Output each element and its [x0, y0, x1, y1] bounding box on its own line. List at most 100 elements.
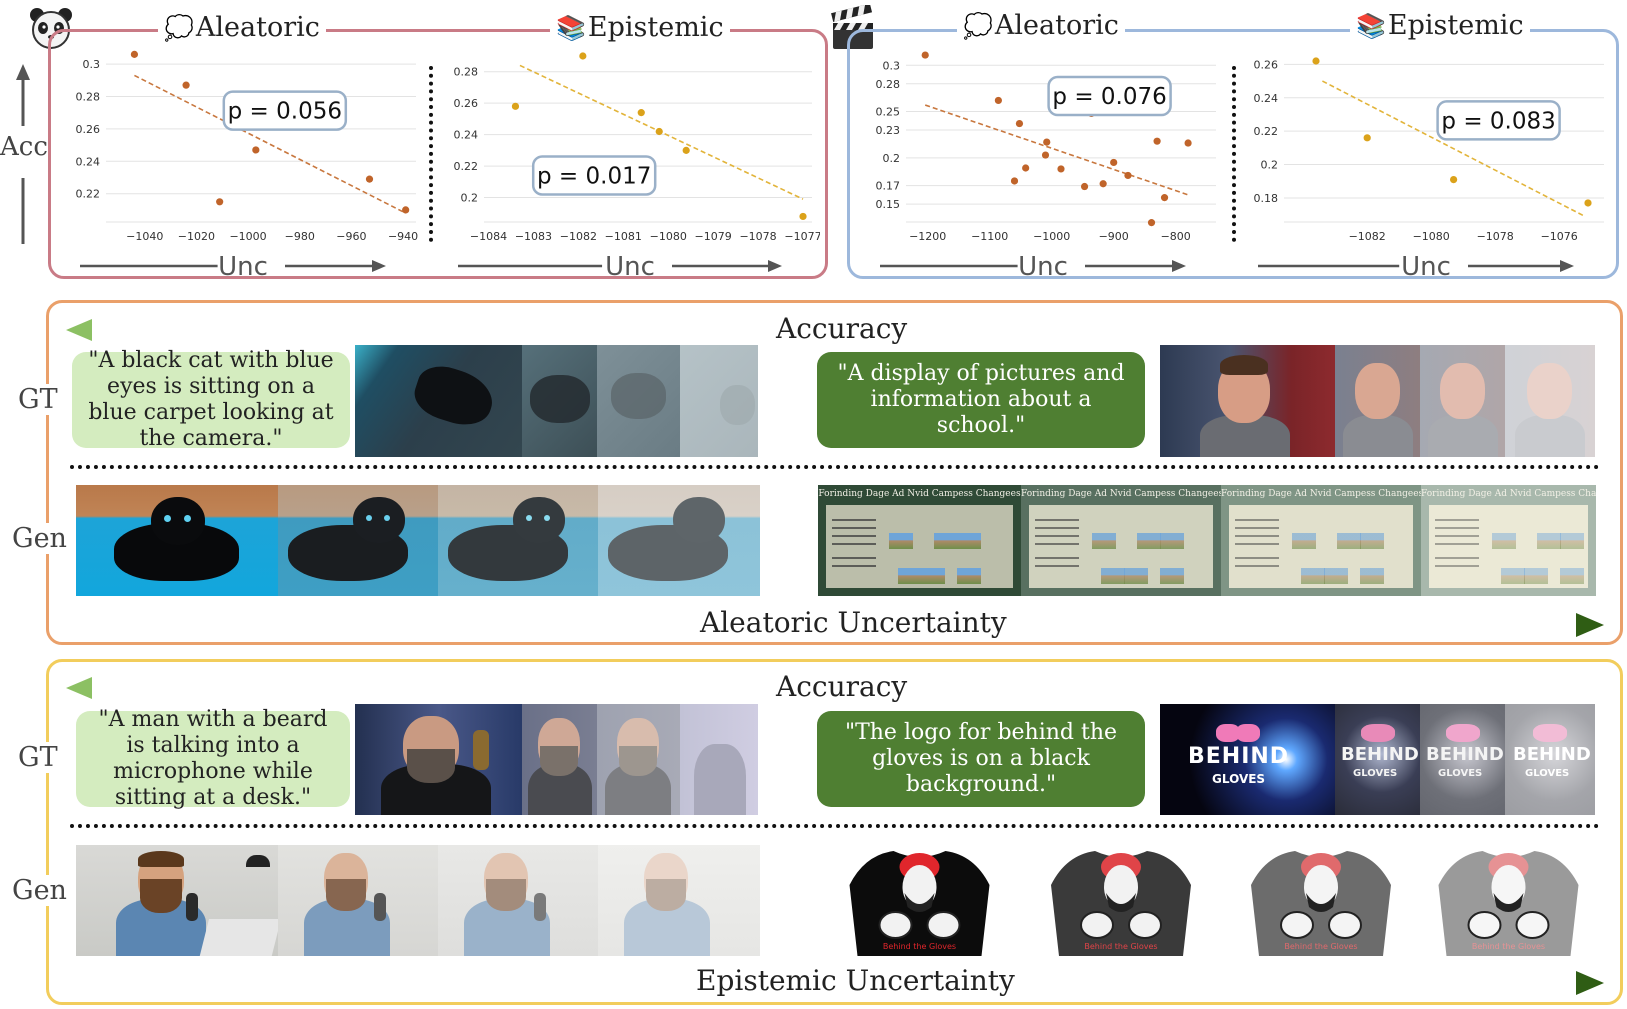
poster-text-line [832, 565, 876, 567]
y-tick-label: 0.22 [76, 188, 101, 201]
x-tick-label: −1076 [1541, 230, 1578, 243]
row-divider [70, 824, 1600, 828]
dark-cat-video-frame [597, 345, 680, 457]
podcast-caption: "A man with a beard is talking into a mi… [76, 707, 350, 810]
gt-gloves-logo-frames: BEHIND GLOVES BEHIND GLOVES BEHIND GLOVE… [1160, 704, 1595, 815]
school-display-poster-image: Forinding Dage Ad Nvid Campess Changees [1221, 485, 1421, 596]
gen-row-label: Gen [12, 875, 67, 906]
thought-bubble-icon: 💭 [164, 14, 194, 42]
school-caption: "A display of pictures and information a… [817, 352, 1145, 448]
boxing-glove [1080, 911, 1114, 939]
trend-line [924, 104, 1189, 196]
poster-text-line [832, 557, 876, 559]
arrow-head [372, 260, 386, 272]
poster-text-line [1435, 519, 1479, 521]
poster-text-line [1235, 543, 1279, 545]
data-point [1584, 199, 1592, 207]
gt-school-video-frames [1160, 345, 1595, 457]
y-tick-label: 0.22 [1254, 125, 1279, 138]
poster-text-line [1235, 557, 1279, 559]
data-point [1043, 138, 1051, 146]
accuracy-axis-arrow [16, 64, 30, 244]
black-cat-on-blue-carpet-image [438, 485, 598, 596]
p-value-label: p = 0.083 [1441, 108, 1555, 134]
plot-separator [429, 66, 433, 242]
bearded-man-podcast-frame [355, 704, 522, 815]
boxer-logo-shirt-image: Behind the Gloves [1421, 845, 1596, 956]
p-value-label: p = 0.017 [537, 163, 651, 189]
p-value-box [531, 155, 657, 196]
boxer-beard [1493, 893, 1524, 912]
data-point [252, 146, 260, 154]
x-axis-label: Unc [218, 252, 268, 278]
data-point [365, 175, 374, 183]
poster-sheet [826, 505, 1013, 588]
x-tick-label: −1083 [515, 230, 552, 243]
data-point [1147, 219, 1156, 227]
poster-text-line [1235, 527, 1279, 529]
poster-photo [1523, 568, 1548, 584]
data-point [1015, 119, 1024, 128]
poster-sheet [1429, 505, 1588, 588]
data-point [655, 127, 663, 136]
boxer-face [1104, 865, 1138, 909]
boxer-beard [1306, 893, 1336, 912]
arrow-head [1172, 260, 1186, 272]
trend-line [1322, 80, 1586, 218]
poster-text-line [1235, 565, 1279, 567]
shirt-text: Behind the Gloves [883, 942, 956, 951]
shirt-text: Behind the Gloves [1472, 942, 1545, 951]
gloves-caption: "The logo for behind the gloves is on a … [817, 711, 1145, 807]
x-tick-label: −1040 [126, 230, 163, 243]
y-tick-label: 0.28 [76, 91, 101, 104]
x-tick-label: −980 [285, 230, 315, 243]
epistemic-example-section [46, 659, 1623, 1005]
x-tick-label: −1082 [560, 230, 597, 243]
poster-photo [1159, 533, 1184, 549]
cat-caption: "A black cat with blue eyes is sitting o… [72, 348, 350, 451]
data-point [1184, 139, 1192, 147]
y-tick-label: 0.17 [876, 180, 901, 193]
accuracy-label: Accuracy [766, 312, 918, 345]
scatter-plot-video-aleatoric: 0.150.170.20.230.250.280.3−1200−1100−100… [876, 51, 1216, 278]
x-tick-label: −1200 [909, 230, 946, 243]
poster-photo [898, 568, 922, 584]
bearded-man-podcast-frame [680, 704, 758, 815]
books-icon: 📚 [1356, 12, 1386, 40]
plot-title-image-aleatoric: 💭Aleatoric [158, 12, 326, 43]
scatter-plot-image-aleatoric: 0.220.240.260.280.3−1040−1020−1000−980−9… [76, 50, 418, 278]
x-tick-label: −1082 [1349, 230, 1386, 243]
boxing-glove [1467, 911, 1502, 939]
behind-the-gloves-logo-frame: BEHIND GLOVES [1505, 704, 1595, 815]
books-icon: 📚 [556, 14, 586, 42]
x-tick-label: −1078 [739, 230, 776, 243]
poster-photo [1492, 533, 1516, 549]
black-cat-on-blue-carpet-image [598, 485, 760, 596]
poster-photo [934, 533, 958, 549]
black-cat-on-blue-carpet-image [76, 485, 278, 596]
boxing-glove [1128, 911, 1162, 939]
aleatoric-example-section [46, 300, 1623, 645]
accuracy-label: Accuracy [766, 670, 918, 703]
data-point [1450, 175, 1458, 184]
poster-text-line [832, 543, 876, 545]
poster-photo [920, 568, 945, 584]
data-point [1153, 137, 1161, 145]
poster-text-line [1435, 565, 1479, 567]
boxer-logo-shirt-image: Behind the Gloves [1221, 845, 1421, 956]
scatter-plot-image-epistemic: 0.20.220.240.260.28−1084−1083−1082−1081−… [454, 52, 820, 278]
poster-photo [889, 533, 913, 549]
y-tick-label: 0.28 [876, 78, 901, 91]
boxer-logo-shirt-image: Behind the Gloves [818, 845, 1021, 956]
school-display-poster-image: Forinding Dage Ad Nvid Campess Changees [818, 485, 1021, 596]
data-point [1160, 194, 1169, 202]
shirt-text: Behind the Gloves [1084, 942, 1157, 951]
thought-bubble-icon: 💭 [963, 12, 993, 40]
man-in-school-hallway-frame [1160, 345, 1335, 457]
gt-row-label: GT [18, 742, 58, 773]
shirt-illustration: Behind the Gloves [1251, 851, 1391, 956]
x-axis-label: Unc [1018, 252, 1068, 278]
x-axis-label: Unc [1401, 252, 1451, 278]
data-point [994, 96, 1002, 105]
boxer-beard [1106, 893, 1136, 912]
